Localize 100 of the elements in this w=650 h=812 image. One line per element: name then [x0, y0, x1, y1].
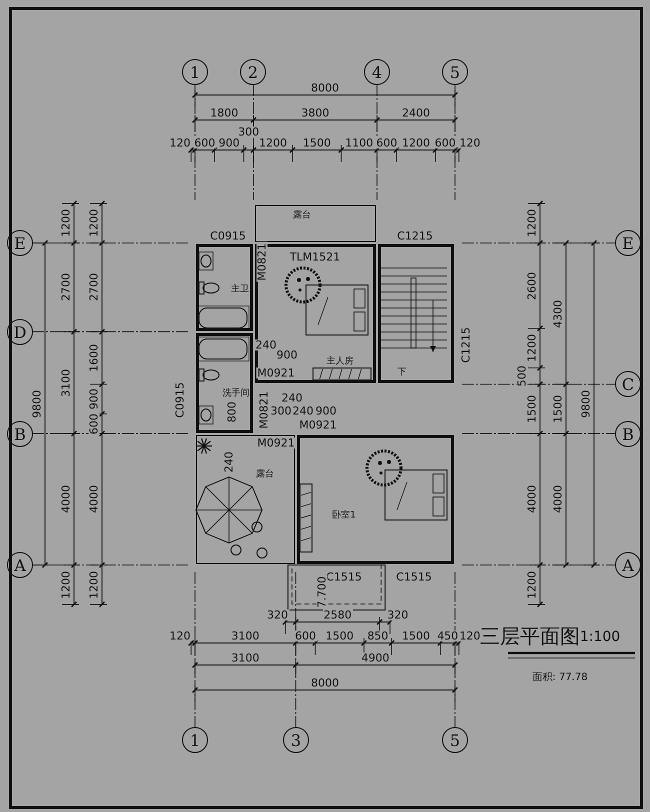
dimension-text: 320: [386, 610, 410, 620]
dimension-text: 900: [276, 350, 298, 360]
door-tag: M0821: [258, 390, 270, 430]
dimension-text: 900: [314, 406, 338, 416]
balcony-area: [196, 434, 295, 564]
dimension-text: 120: [168, 138, 192, 148]
dimension-text: 2700: [60, 272, 72, 302]
dimension-text: 1500: [324, 630, 355, 642]
door-tag: M0921: [256, 368, 296, 378]
window-tag: C1515: [325, 572, 363, 582]
dimension-text: 1200: [88, 208, 100, 238]
dimension-text: 1600: [88, 342, 100, 373]
door-tag: M0821: [256, 242, 268, 282]
dimension-text: 900: [88, 388, 100, 411]
dimension-text: 4900: [360, 652, 390, 664]
dimension-text: 2400: [401, 108, 431, 118]
dimension-text: 500: [516, 364, 528, 388]
window-tag: C0915: [174, 381, 186, 419]
room-label: 洗手间: [222, 389, 250, 398]
door-tag: TLM1521: [288, 252, 342, 262]
axis-bubble: A: [7, 552, 33, 578]
dimension-text: 9800: [580, 388, 592, 419]
dimension-text: 850: [366, 630, 390, 642]
dimension-text: 4000: [552, 484, 564, 514]
dimension-text: 3100: [230, 630, 260, 642]
axis-bubble: 1: [182, 59, 208, 85]
dimension-text: 1200: [60, 208, 72, 238]
axis-bubble: D: [7, 319, 33, 345]
dimension-text: 4000: [60, 484, 72, 514]
elevation-mark: 7.700: [316, 575, 328, 609]
axis-bubble: 5: [442, 727, 468, 753]
dimension-text: 1500: [526, 394, 538, 424]
axis-bubble: E: [7, 230, 33, 256]
area-note: 面积: 77.78: [531, 673, 589, 683]
dimension-text: 1200: [526, 208, 538, 238]
dimension-text: 1200: [60, 570, 72, 600]
dimension-text: 8000: [310, 82, 340, 94]
room-label: 露台: [256, 470, 274, 480]
dimension-text: 900: [218, 138, 241, 148]
room-label: 主人房: [326, 357, 354, 366]
dimension-text: 1500: [302, 138, 332, 148]
dimension-text: 8000: [310, 678, 340, 688]
dimension-text: 1500: [401, 630, 431, 642]
bathroom: [196, 244, 252, 331]
dimension-text: 320: [266, 610, 290, 620]
dimension-text: 1200: [526, 570, 538, 600]
axis-bubble: C: [615, 371, 641, 397]
dimension-text: 1100: [344, 138, 374, 148]
room-label: 主卫: [231, 285, 249, 294]
dimension-text: 120: [458, 138, 482, 148]
dimension-text: 600: [193, 138, 216, 148]
dimension-text: 600: [294, 630, 317, 642]
dimension-text: 2580: [322, 610, 353, 620]
bathroom: [196, 332, 252, 433]
dimension-text: 4000: [526, 484, 538, 514]
room-label: 卧室1: [332, 511, 356, 520]
room-label: 下: [398, 368, 406, 378]
window-tag: C0915: [209, 230, 247, 242]
dimension-text: 4300: [552, 298, 564, 329]
dimension-text: 120: [168, 630, 192, 642]
window-tag: C1215: [396, 230, 434, 242]
axis-bubble: 4: [364, 59, 390, 85]
axis-bubble: A: [615, 552, 641, 578]
dimension-text: 1200: [88, 570, 100, 600]
dimension-text: 1200: [526, 333, 538, 364]
stairwell: [378, 244, 454, 384]
window-tag: C1215: [460, 326, 472, 364]
dimension-text: 300: [270, 406, 292, 416]
dimension-text: 9800: [32, 388, 42, 419]
dimension-text: 120: [458, 630, 482, 642]
dimension-text: 450: [436, 630, 460, 642]
dimension-text: 600: [375, 138, 398, 148]
dimension-text: 600: [88, 412, 100, 436]
dimension-text: 600: [434, 138, 457, 148]
dimension-text: 3100: [230, 652, 260, 664]
bedroom: [296, 434, 454, 564]
axis-bubble: E: [615, 230, 641, 256]
dimension-text: 4000: [88, 484, 100, 514]
axis-bubble: 1: [182, 727, 208, 753]
dimension-text: 3800: [300, 108, 330, 118]
room-label: 露台: [293, 211, 311, 220]
axis-bubble: 2: [240, 59, 266, 85]
window-tag: C1515: [395, 572, 433, 582]
axis-bubble: B: [615, 421, 641, 447]
dimension-text: 1200: [258, 138, 288, 148]
dimension-text: 2700: [88, 272, 100, 302]
dimension-text: 3100: [60, 368, 72, 398]
door-tag: M0921: [298, 420, 338, 430]
balcony-area: [254, 204, 376, 242]
dimension-text: 1200: [401, 138, 431, 148]
dimension-text: 240: [254, 340, 278, 350]
scale-text: 1:100: [578, 630, 622, 644]
axis-bubble: 5: [442, 59, 468, 85]
dimension-text: 240: [224, 450, 234, 474]
door-tag: M0921: [256, 438, 296, 448]
axis-bubble: 3: [283, 727, 309, 753]
axis-bubble: B: [7, 421, 33, 447]
drawing-title: 三层平面图: [480, 626, 580, 646]
dimension-text: 1800: [209, 108, 240, 118]
dimension-text: 2600: [526, 270, 538, 301]
